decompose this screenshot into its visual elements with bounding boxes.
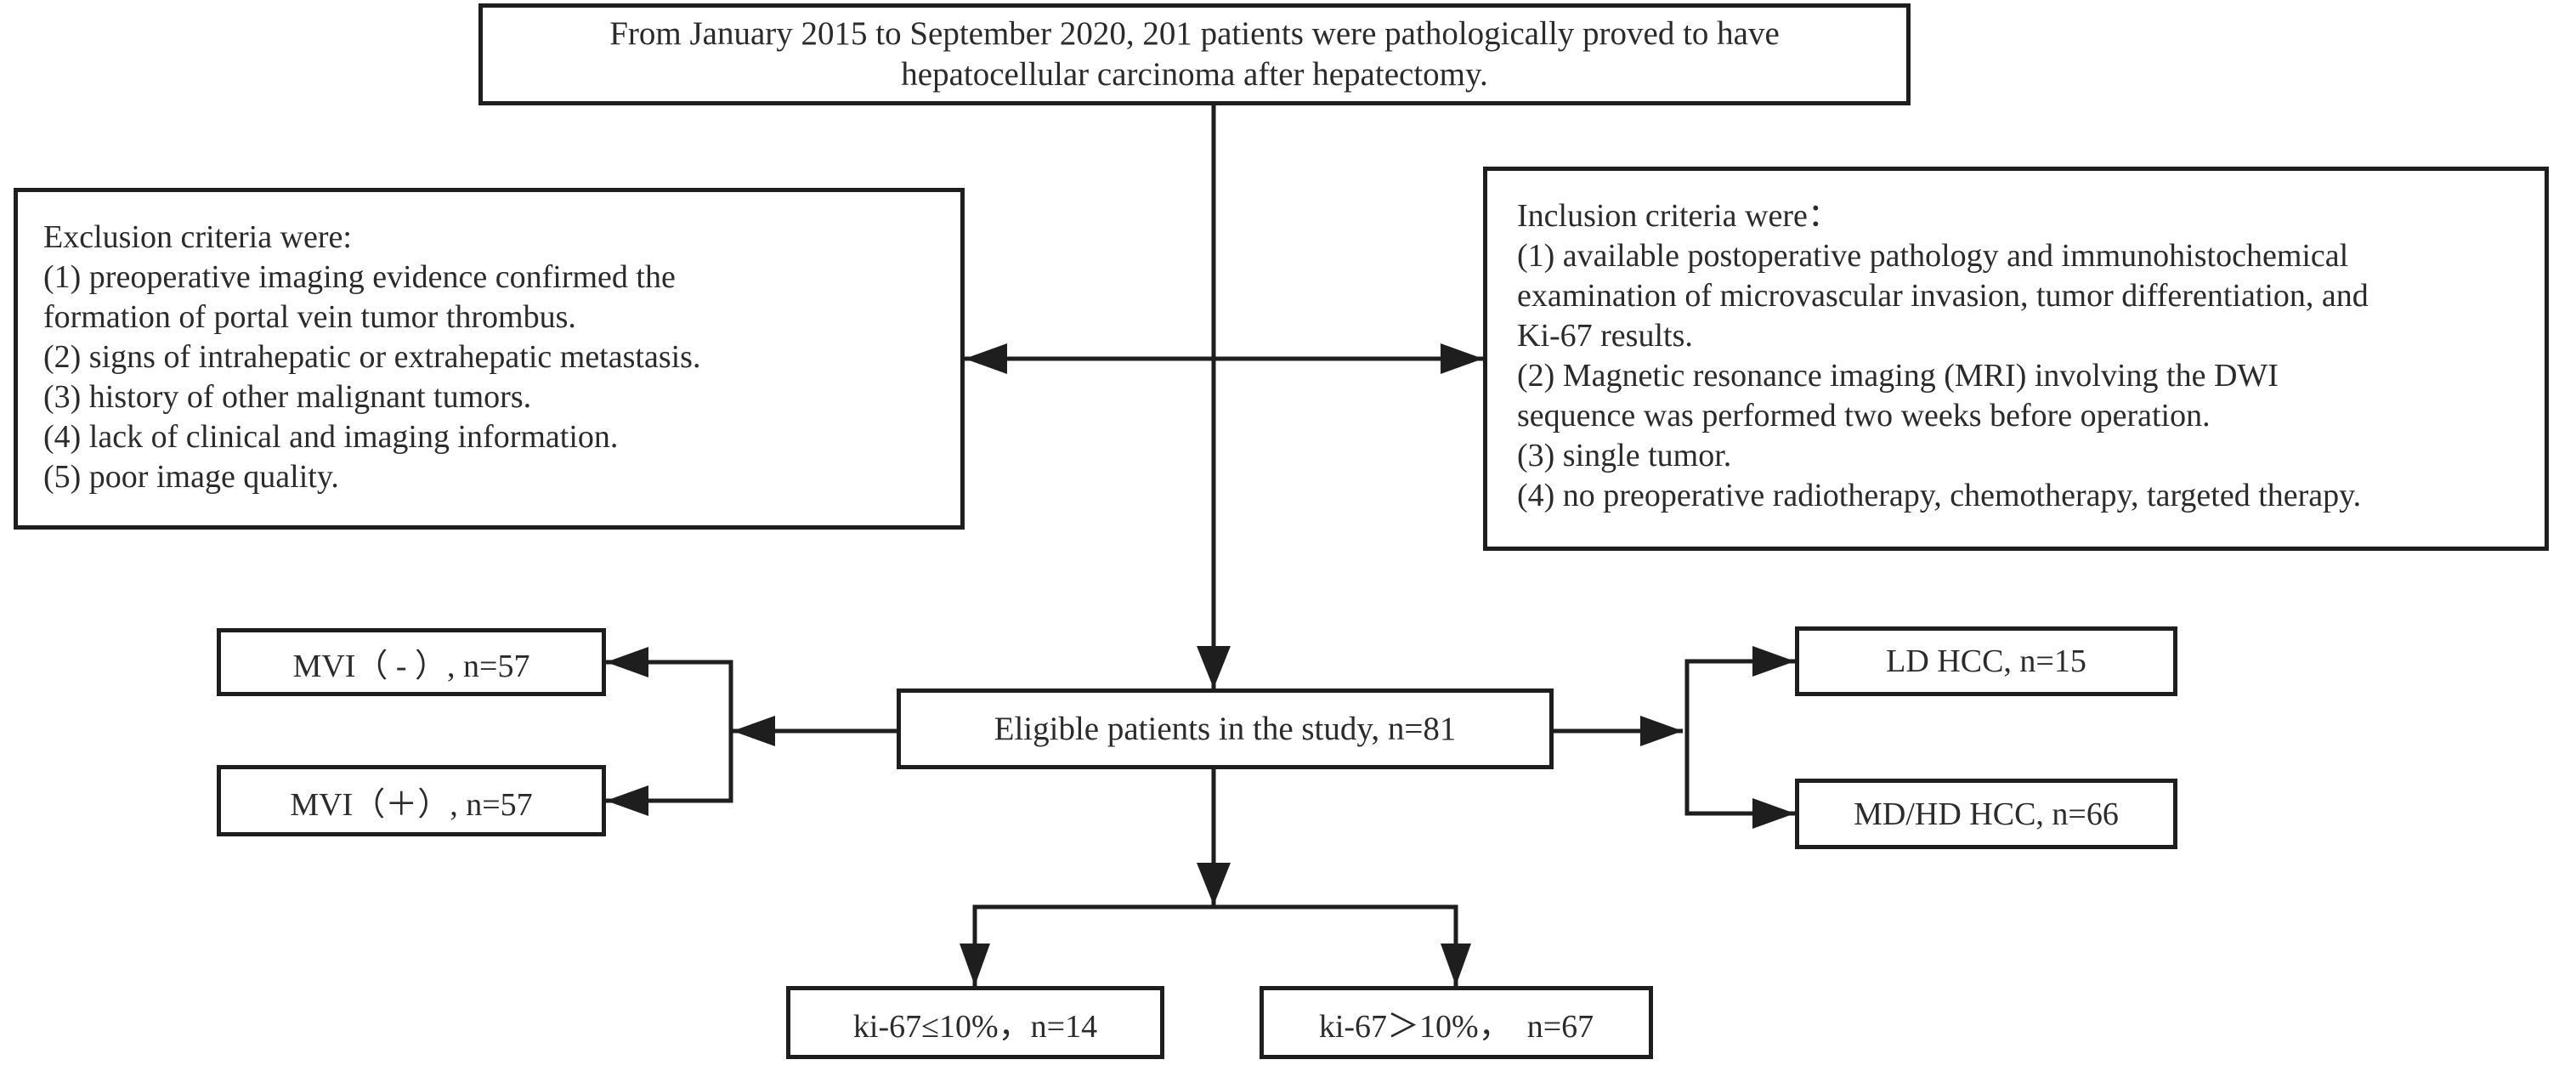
inclusion-heading: Inclusion criteria were：: [1517, 198, 1840, 234]
exclusion-criteria-box: Exclusion criteria were: (1) preoperativ…: [14, 188, 965, 530]
md-hd-hcc-label: MD/HD HCC, n=66: [1854, 796, 2119, 832]
eligible-patients-label: Eligible patients in the study, n=81: [994, 711, 1457, 747]
ki67-low-box: ki-67≤10%，n=14: [786, 986, 1164, 1059]
inclusion-line: (4) no preoperative radiotherapy, chemot…: [1517, 478, 2362, 513]
ki67-high-box: ki-67＞10%， n=67: [1260, 986, 1653, 1059]
source-population-line-2: hepatocellular carcinoma after hepatecto…: [901, 56, 1488, 93]
inclusion-line: (1) available postoperative pathology an…: [1517, 238, 2349, 274]
mvi-positive-box: MVI（＋）, n=57: [217, 765, 606, 836]
exclusion-line: (4) lack of clinical and imaging informa…: [43, 419, 619, 455]
ld-hcc-label: LD HCC, n=15: [1886, 643, 2086, 679]
inclusion-line: Ki-67 results.: [1517, 318, 1693, 354]
ki67-bracket: [972, 904, 1458, 986]
diff-bracket: [1684, 659, 1795, 816]
arrowhead-left-mvi-pos: [606, 785, 648, 816]
arrowhead-left-mvi-neg: [606, 647, 648, 677]
exclusion-line: (3) history of other malignant tumors.: [43, 379, 532, 415]
arrowhead-left-mvi-split: [733, 716, 775, 746]
arrowhead-down-eligible: [1197, 646, 1231, 688]
source-population-box: From January 2015 to September 2020, 201…: [478, 3, 1911, 105]
mvi-positive-label: MVI（＋）, n=57: [290, 786, 533, 823]
source-population-line-1: From January 2015 to September 2020, 201…: [609, 15, 1780, 52]
arrowhead-right-md: [1752, 798, 1795, 829]
arrowhead-right-ld: [1752, 646, 1795, 677]
exclusion-heading: Exclusion criteria were:: [43, 219, 352, 255]
arrowhead-down-ki67-high: [1441, 944, 1471, 986]
inclusion-line: sequence was performed two weeks before …: [1517, 398, 2211, 434]
inclusion-line: (2) Magnetic resonance imaging (MRI) inv…: [1517, 358, 2279, 394]
inclusion-criteria-box: Inclusion criteria were： (1) available p…: [1483, 167, 2549, 551]
arrowhead-down-ki67-low: [960, 944, 990, 986]
ki67-high-label: ki-67＞10%， n=67: [1318, 1008, 1594, 1045]
exclusion-line: (2) signs of intrahepatic or extrahepati…: [43, 339, 701, 375]
exclusion-line: formation of portal vein tumor thrombus.: [43, 299, 576, 335]
arrowhead-right-diff-split: [1640, 716, 1683, 746]
mvi-bracket: [606, 660, 733, 803]
arrowhead-right-inclusion: [1441, 343, 1483, 374]
exclusion-line: (5) poor image quality.: [43, 459, 339, 495]
ki67-low-label: ki-67≤10%，n=14: [852, 1008, 1098, 1045]
ld-hcc-box: LD HCC, n=15: [1795, 626, 2177, 696]
md-hd-hcc-box: MD/HD HCC, n=66: [1795, 779, 2177, 849]
eligible-patients-box: Eligible patients in the study, n=81: [897, 688, 1554, 769]
inclusion-line: examination of microvascular invasion, t…: [1517, 278, 2369, 314]
arrowhead-down-ki67-split: [1197, 863, 1231, 905]
inclusion-line: (3) single tumor.: [1517, 438, 1732, 473]
mvi-negative-box: MVI（ - ）, n=57: [217, 628, 606, 696]
exclusion-line: (1) preoperative imaging evidence confir…: [43, 259, 676, 295]
mvi-negative-label: MVI（ - ）, n=57: [292, 648, 530, 684]
arrowhead-left-exclusion: [965, 343, 1007, 374]
